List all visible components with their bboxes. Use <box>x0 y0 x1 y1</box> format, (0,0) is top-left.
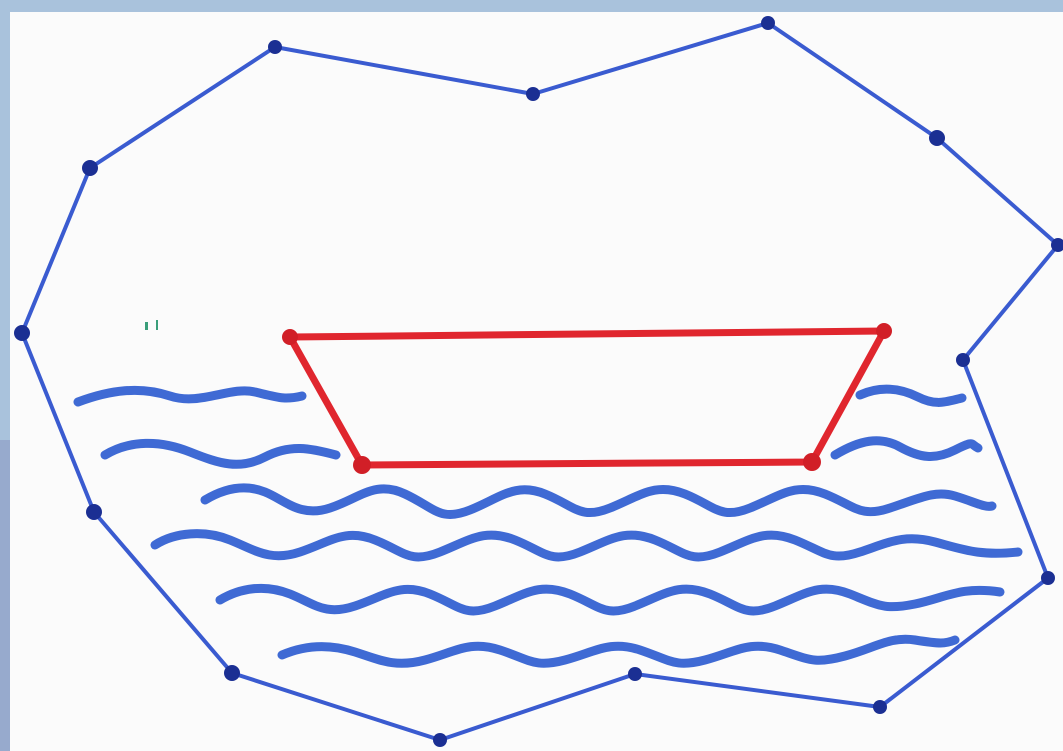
outline-vertex <box>86 504 102 520</box>
outline-vertex <box>873 700 887 714</box>
outline-vertex <box>929 130 945 146</box>
outline-vertex <box>14 325 30 341</box>
outline-vertex <box>1041 571 1055 585</box>
boat-vertex <box>803 453 821 471</box>
outline-vertex <box>526 87 540 101</box>
frame-top <box>0 0 1063 14</box>
outline-vertex <box>761 16 775 30</box>
boat-vertex <box>876 323 892 339</box>
stray-mark <box>145 322 148 330</box>
outline-vertex <box>224 665 240 681</box>
outline-vertex <box>956 353 970 367</box>
boat-vertex <box>353 456 371 474</box>
boat-vertex <box>282 329 298 345</box>
outline-vertex <box>268 40 282 54</box>
outline-vertex <box>628 667 642 681</box>
stray-mark <box>156 320 158 330</box>
outline-vertex <box>433 733 447 747</box>
outline-vertex <box>82 160 98 176</box>
